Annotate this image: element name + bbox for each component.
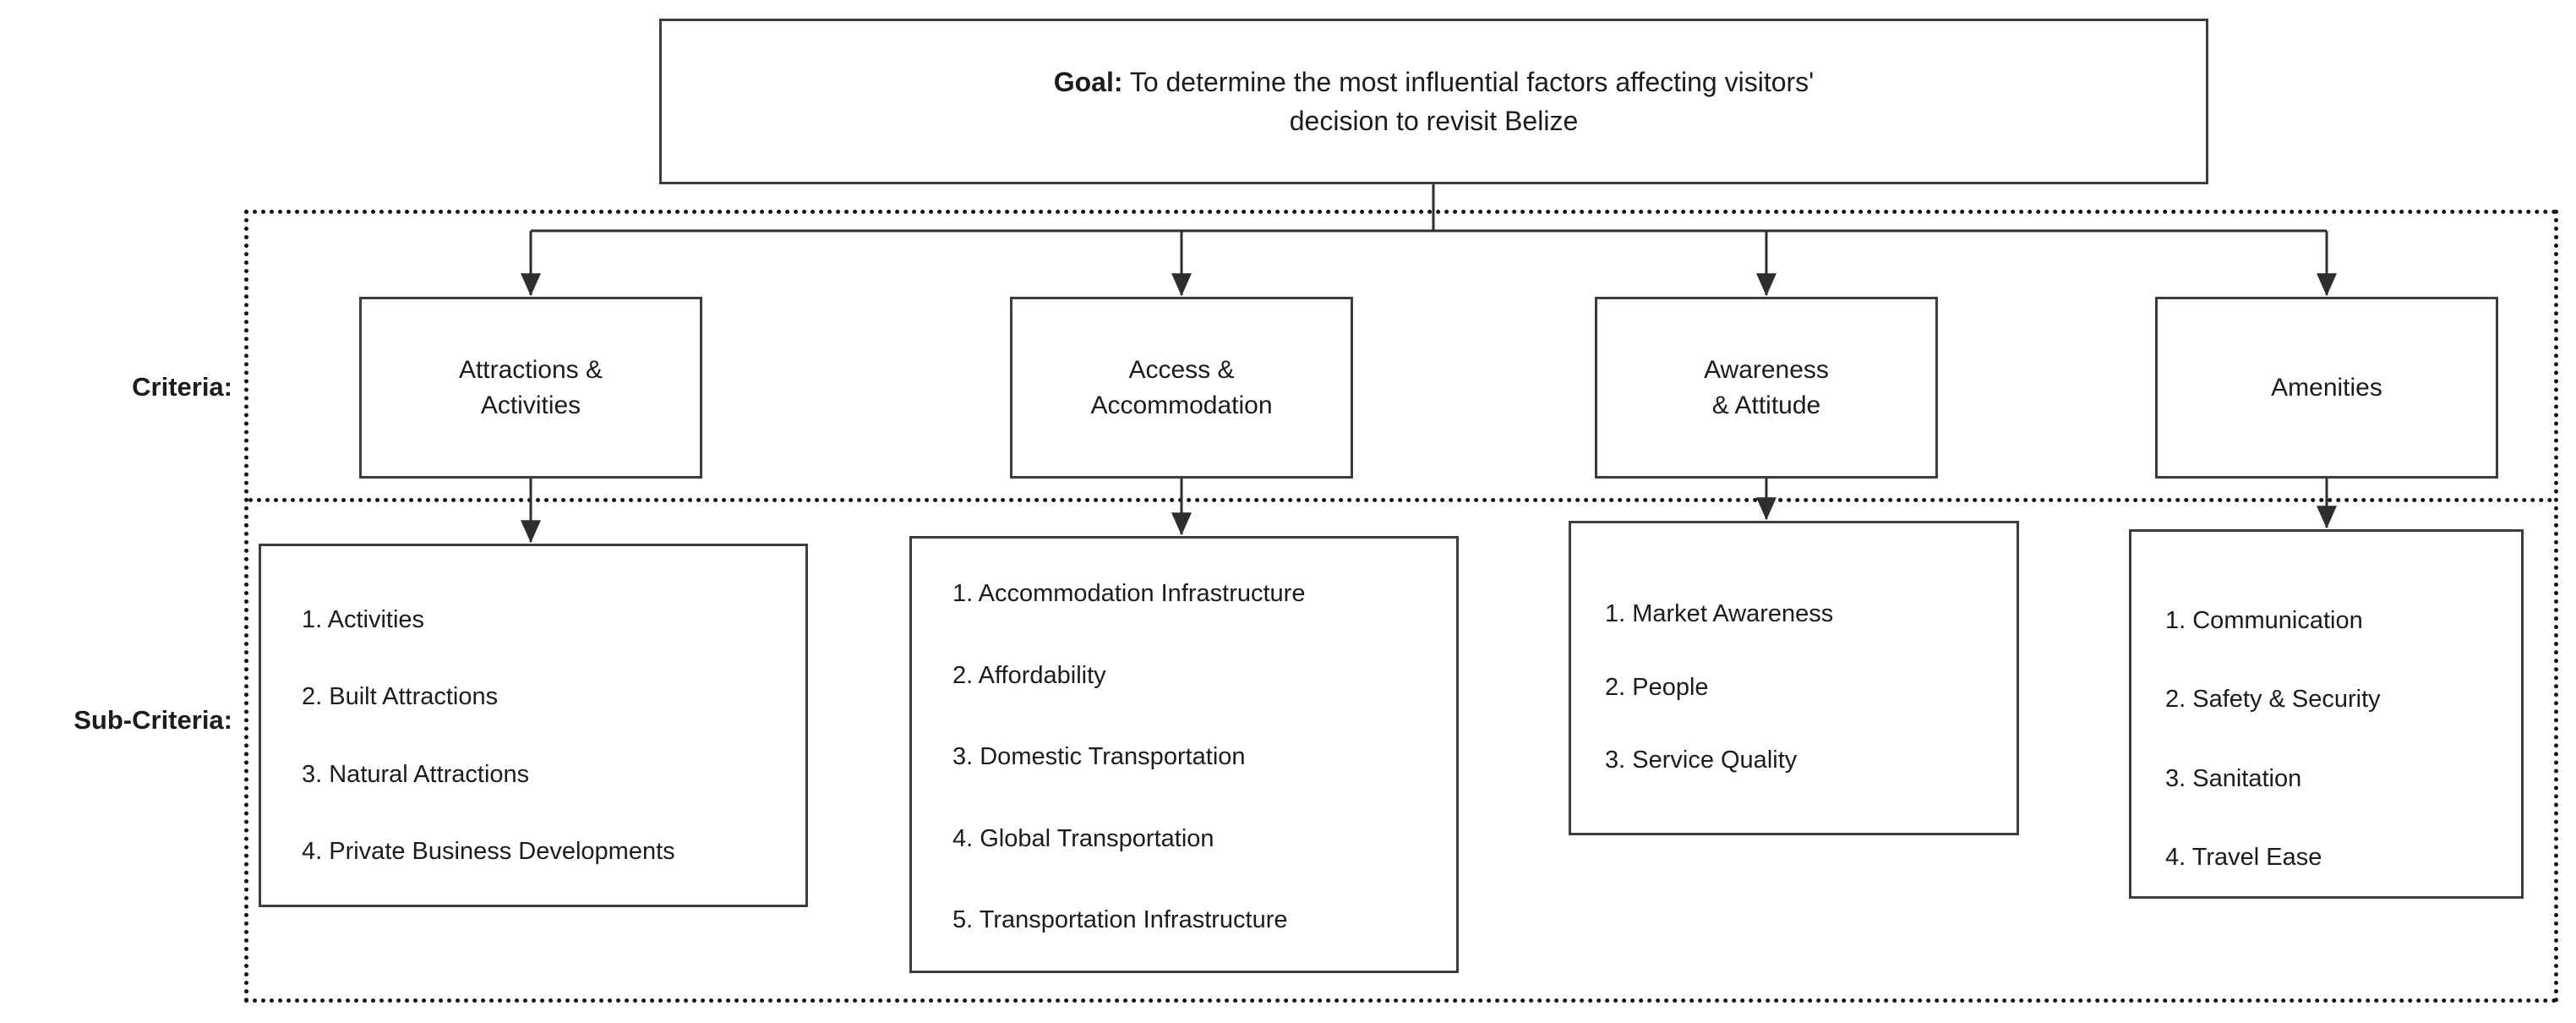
sub-criteria-item: 3. Service Quality: [1605, 747, 1798, 774]
sub-criteria-box-amenities: 1. Communication 2. Safety & Security 3.…: [2129, 529, 2524, 899]
sub-criteria-item: 4. Global Transportation: [952, 824, 1214, 852]
criteria-title: Attractions & Activities: [458, 355, 603, 419]
criteria-box-access-accommodation: Access & Accommodation: [1010, 297, 1353, 479]
criteria-box-amenities: Amenities: [2155, 297, 2498, 479]
sub-criteria-item: 1. Communication: [2165, 607, 2363, 634]
sub-criteria-item: 4. Travel Ease: [2165, 844, 2322, 872]
sub-criteria-item: 3. Sanitation: [2165, 764, 2302, 792]
sub-criteria-box-attractions-activities: 1. Activities 2. Built Attractions 3. Na…: [259, 544, 808, 907]
sub-criteria-item: 5. Transportation Infrastructure: [952, 906, 1288, 934]
criteria-subcriteria-divider: [248, 498, 2554, 502]
criteria-row-label: Criteria:: [132, 372, 232, 402]
sub-criteria-item: 3. Domestic Transportation: [952, 743, 1246, 771]
dotted-region-border: [244, 210, 2558, 1003]
sub-criteria-item: 3. Natural Attractions: [302, 760, 530, 788]
sub-criteria-box-access-accommodation: 1. Accommodation Infrastructure 2. Affor…: [909, 536, 1459, 973]
goal-label: Goal:: [1053, 66, 1123, 97]
goal-box: Goal: To determine the most influential …: [659, 19, 2208, 184]
criteria-title: Amenities: [2271, 373, 2382, 402]
sub-criteria-item: 2. People: [1605, 673, 1709, 701]
goal-statement: To determine the most influential factor…: [1129, 66, 1815, 136]
criteria-title: Awareness & Attitude: [1704, 355, 1829, 419]
sub-criteria-item: 2. Built Attractions: [302, 683, 499, 711]
criteria-box-attractions-activities: Attractions & Activities: [359, 297, 702, 479]
criteria-title: Access & Accommodation: [1090, 355, 1273, 419]
sub-criteria-item: 2. Safety & Security: [2165, 686, 2381, 714]
sub-criteria-row-label: Sub-Criteria:: [74, 705, 232, 735]
sub-criteria-item: 1. Accommodation Infrastructure: [952, 580, 1306, 607]
criteria-box-awareness-attitude: Awareness & Attitude: [1595, 297, 1938, 479]
sub-criteria-item: 1. Market Awareness: [1605, 600, 1834, 627]
sub-criteria-item: 2. Affordability: [952, 661, 1106, 689]
sub-criteria-item: 1. Activities: [302, 606, 425, 633]
sub-criteria-item: 4. Private Business Developments: [302, 838, 675, 866]
sub-criteria-box-awareness-attitude: 1. Market Awareness 2. People 3. Service…: [1569, 521, 2019, 835]
goal-text: Goal: To determine the most influential …: [1012, 63, 1857, 141]
